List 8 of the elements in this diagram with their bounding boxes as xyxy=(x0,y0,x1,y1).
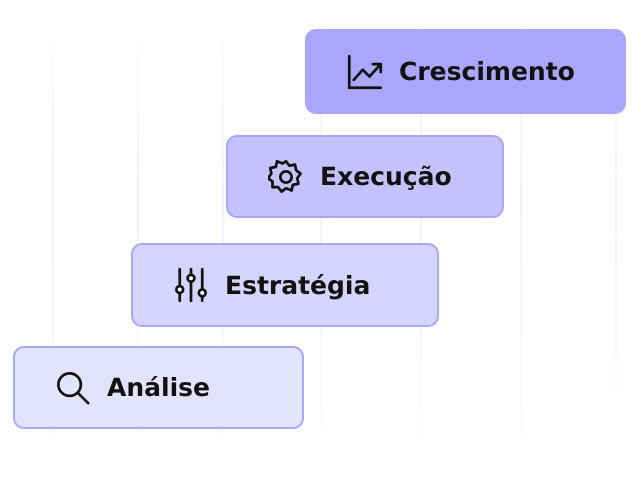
stage-box xyxy=(226,135,504,218)
stage-box xyxy=(13,346,304,429)
stage-box xyxy=(305,29,626,114)
stage-box xyxy=(131,243,439,327)
stage-label: Estratégia xyxy=(225,270,370,300)
stage-label: Crescimento xyxy=(399,57,575,86)
stage-label: Análise xyxy=(107,373,210,402)
stage-label: Execução xyxy=(320,162,452,191)
